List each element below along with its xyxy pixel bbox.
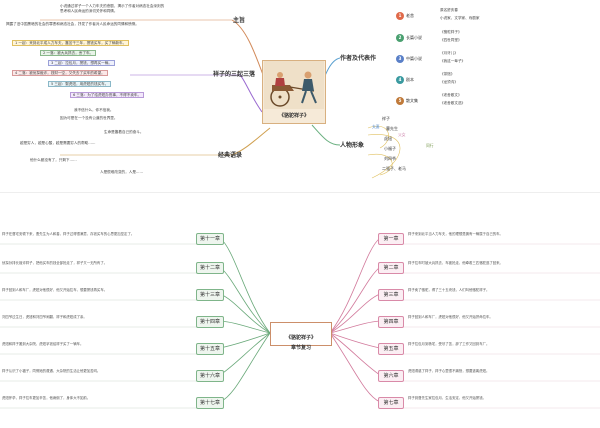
author-num-2: 2 <box>396 34 404 42</box>
bottom-center-node: 《骆驼祥子》 章节复习 <box>270 322 332 351</box>
author-sub-5b: 《老舍散文选》 <box>440 101 466 105</box>
branch-quotes: 经典语录 <box>218 152 243 159</box>
author-sub-4b: 《龙须沟》 <box>440 80 458 84</box>
theme-line-3: 揭露了旧中国黑暗的社会的罪恶和病态社会，抒发了作者对人民命运的同情和愤慨。 <box>6 22 139 26</box>
left-text-12: 侦探孙排长敲诈祥子，把他买车的钱全部抢走了，祥子又一无所有了。 <box>2 261 108 265</box>
theme-line-2: 思考和人民命运的深切关怀和同情。 <box>60 9 118 13</box>
three-item-6: 6 三落：为了给虎妞办丧事，不得不卖车。 <box>70 92 145 99</box>
chapter-1: 第一章 <box>378 233 404 245</box>
person-1: 祥子 <box>382 116 390 121</box>
branch-people: 人物形象 <box>340 142 365 149</box>
right-text-5: 祥子拉包月到杨宅，受尽了苦，辞了工作又回到车厂。 <box>408 342 490 346</box>
right-text-2: 祥子拉车时被大兵抓去，车被抢走，他牵着三匹骆驼逃了回来。 <box>408 261 503 265</box>
author-name-2: 长篇小说 <box>406 35 422 40</box>
three-item-3: 3 二起：拉包月，攒钱，想再买一辆。 <box>48 60 115 67</box>
author-num-4: 4 <box>396 76 404 84</box>
chapter-13: 第十三章 <box>196 289 224 301</box>
three-item-5: 5 三起：娶虎妞，用虎妞的钱买车。 <box>48 81 112 88</box>
right-text-7: 祥子到曹先生家拉包月，生活安定，他又开始攒钱。 <box>408 396 486 400</box>
chapter-4: 第四章 <box>378 316 404 328</box>
author-num-3: 3 <box>396 55 404 63</box>
author-name-1: 老舍 <box>406 13 414 18</box>
person-2: 曹先生 <box>386 126 398 131</box>
quote-4: 越是穷人，越是心酸，越是需要穷人的帮助…… <box>20 141 96 145</box>
chapter-3: 第三章 <box>378 289 404 301</box>
right-text-6: 虎妞诱惑了祥子，祥子心里很不痛快，想要逃离虎妞。 <box>408 369 490 373</box>
right-text-1: 祥子来到北平当人力车夫，他的理想是拥有一辆属于自己的车。 <box>408 232 503 236</box>
person-4: 小福子 <box>384 146 396 151</box>
author-sub-1b: 小说家、文学家、戏剧家 <box>440 16 480 20</box>
branch-author: 作者及代表作 <box>340 55 377 62</box>
author-sub-2a: 《骆驼祥子》 <box>440 30 462 34</box>
right-text-3: 祥子卖了骆驼，得了三十五块钱，人们叫他骆驼祥子。 <box>408 288 490 292</box>
branch-theme: 主旨 <box>233 17 246 24</box>
top-center-node: 《骆驼祥子》 <box>262 60 326 124</box>
rel-label-father-daughter: 父女 <box>398 132 406 137</box>
three-item-4: 4 二落：被侦探敲诈，钱财一空，又失去了买车的希望。 <box>12 70 108 77</box>
author-name-4: 剧本 <box>406 77 414 82</box>
three-item-1: 1 一起：来到北平成人力车夫，靠苦干三年，攒钱买车，买了辆新车。 <box>12 40 130 47</box>
author-name-5: 散文集 <box>406 98 418 103</box>
person-5: 刘四爷 <box>384 156 396 161</box>
author-num-1: 1 <box>396 12 404 20</box>
person-3: 虎妞 <box>384 136 392 141</box>
chapter-6: 第六章 <box>378 370 404 382</box>
chapter-15: 第十五章 <box>196 343 224 355</box>
rel-label-peers: 同行 <box>426 143 434 148</box>
right-text-4: 祥子回到人和车厂，虎妞对他很好，他又开始拼命拉车。 <box>408 315 493 319</box>
bottom-center-title: 《骆驼祥子》 章节复习 <box>285 335 316 351</box>
left-text-15: 虎妞和祥子搬到大杂院，虎妞拿钱给祥子买了一辆车。 <box>2 342 84 346</box>
left-text-14: 刘四爷过生日，虎妞和刘四爷闹翻，祥子和虎妞成了亲。 <box>2 315 87 319</box>
left-text-16: 祥子认识了小福子，同情她的遭遇，大杂院的生活让他更加苦闷。 <box>2 369 101 373</box>
chapter-11: 第十一章 <box>196 233 224 245</box>
quote-6: 人是很难改变的，人是…… <box>100 170 144 174</box>
quote-5: 他什么都没有了，只剩下…… <box>30 158 77 162</box>
rel-label-couple: 夫妻 <box>372 124 380 129</box>
author-num-5: 5 <box>396 97 404 105</box>
author-sub-3b: 《我这一辈子》 <box>440 59 466 63</box>
person-6: 二强子、老马 <box>382 166 406 171</box>
rickshaw-illustration <box>264 61 324 109</box>
quote-3: 生命是靠着自己的奋斗。 <box>104 130 144 134</box>
chapter-12: 第十二章 <box>196 262 224 274</box>
author-sub-5a: 《老舍散文》 <box>440 93 462 97</box>
author-sub-3a: 《月牙儿》 <box>440 51 458 55</box>
chapter-2: 第二章 <box>378 262 404 274</box>
author-sub-2b: 《四世同堂》 <box>440 38 462 42</box>
author-sub-1a: 原名舒庆春 <box>440 8 458 12</box>
chapter-16: 第十六章 <box>196 370 224 382</box>
left-text-17: 虎妞怀孕，祥子拉车更加辛苦，他病倒了，身体大不如前。 <box>2 396 91 400</box>
top-center-title: 《骆驼祥子》 <box>278 113 309 119</box>
author-sub-4a: 《茶馆》 <box>440 72 455 76</box>
chapter-5: 第五章 <box>378 343 404 355</box>
left-text-13: 祥子回到人和车厂，虎妞对他很好，他又开始拉车，想要攒钱再买车。 <box>2 288 108 292</box>
branch-three-ups-downs: 祥子的三起三落 <box>213 71 256 78</box>
quote-2: 因为可是在一个没有公道的世界里。 <box>60 116 118 120</box>
theme-line-1: 小说通过祥子一个人力车夫的悲剧，揭示了作者对病态社会深刻的 <box>60 4 165 8</box>
chapter-14: 第十四章 <box>196 316 224 328</box>
author-name-3: 中篇小说 <box>406 56 422 61</box>
three-item-2: 2 一落：被大兵抓去，丢了车。 <box>40 50 97 57</box>
chapter-7: 第七章 <box>378 397 404 409</box>
quote-1: 我不信什么，你不信我。 <box>74 108 114 112</box>
left-text-11: 祥子在曹宅安顿下来，曹先生为人和善，祥子过得很满意，存钱买车的心思更加坚定了。 <box>2 232 135 236</box>
chapter-17: 第十七章 <box>196 397 224 409</box>
section-divider <box>0 192 600 193</box>
